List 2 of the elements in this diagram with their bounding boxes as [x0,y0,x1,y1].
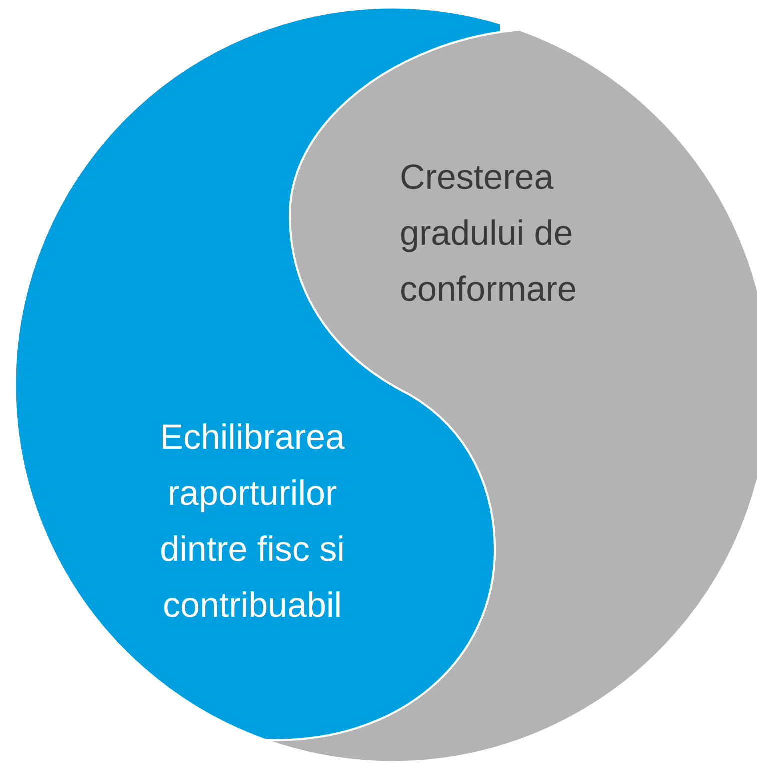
node-label: Echilibrarea raporturilor dintre fisc si contribuabil [159,417,346,627]
node-label: Cresterea gradului de conformare [400,157,578,311]
